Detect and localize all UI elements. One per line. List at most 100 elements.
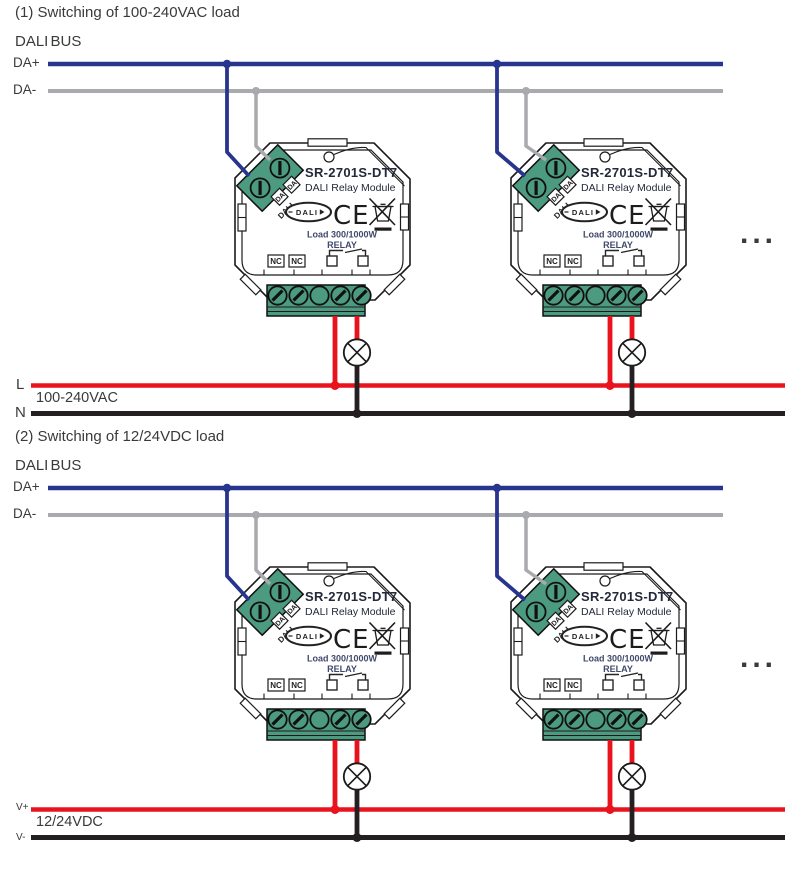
nc-label: NC xyxy=(546,681,558,690)
relay-contact-lead xyxy=(328,249,343,256)
dali-logo-arrow xyxy=(595,209,601,215)
da-minus-label: DA- xyxy=(13,82,37,97)
corner-strap xyxy=(333,146,405,187)
load-terminal-block xyxy=(266,284,372,317)
mounting-hole-icon xyxy=(323,151,335,163)
screw-slot xyxy=(258,604,262,619)
more-modules-ellipsis: ... xyxy=(740,641,778,674)
lamp-icon xyxy=(342,762,372,791)
voltage-label: 100-240VAC xyxy=(36,390,118,406)
load-terminal-block xyxy=(266,708,372,741)
load-rating: Load 300/1000W xyxy=(583,654,654,664)
relay-label: RELAY xyxy=(603,664,633,674)
screw-slot xyxy=(271,289,284,302)
nc-terminal-box xyxy=(564,254,582,268)
module-inner-outline xyxy=(241,573,404,700)
v-plus-label: V+ xyxy=(16,802,29,813)
terminal-ticks xyxy=(263,269,371,275)
da-terminal-box xyxy=(558,175,577,195)
relay-module: DA DA DALI SR-2701S-DT7 DALI Relay Modul… xyxy=(510,138,687,317)
screw-slot xyxy=(568,713,581,726)
section-ac-load: (1) Switching of 100-240VAC load DALI BU… xyxy=(13,4,785,421)
junction-dot xyxy=(627,833,637,842)
bin-cross xyxy=(368,197,396,226)
relay-label: RELAY xyxy=(603,240,633,250)
relay-module: DA DA DALI SR-2701S-DT7 DALI Relay Modul… xyxy=(234,562,411,741)
junction-dot xyxy=(605,381,615,390)
module-type: DALI Relay Module xyxy=(581,182,672,194)
dali-bus-label: DALI BUS xyxy=(15,457,82,474)
lamp-cross xyxy=(347,342,367,363)
bin-bar xyxy=(650,227,668,231)
lamp-cross xyxy=(622,766,642,787)
junction-dot xyxy=(222,59,232,69)
screw-slot xyxy=(610,289,623,302)
relay-contact-box xyxy=(633,679,645,691)
dali-bus-label: DALI BUS xyxy=(15,33,82,50)
corner-slot-bl xyxy=(515,697,538,720)
weee-bin-icon xyxy=(644,621,672,655)
lamp-cross xyxy=(622,342,642,363)
nc-terminal-box xyxy=(288,678,306,692)
load-rating: Load 300/1000W xyxy=(307,654,378,664)
ce-mark: CE xyxy=(333,201,370,231)
screw-terminal xyxy=(309,285,330,306)
relay-contact-box xyxy=(326,679,338,691)
corner-slot-br xyxy=(383,273,406,296)
relay-contact-bar xyxy=(344,672,363,678)
screw-slot xyxy=(334,289,347,302)
da-terminal-box xyxy=(282,175,301,195)
bin-cross xyxy=(644,621,672,650)
mounting-hole-icon xyxy=(599,575,611,587)
relay-contact-bar xyxy=(344,248,363,254)
screw-slot xyxy=(292,713,305,726)
screw-slot xyxy=(258,180,262,195)
v-minus-label: V- xyxy=(16,832,26,843)
nc-terminal-box xyxy=(543,678,561,692)
live-label: L xyxy=(16,376,25,393)
screw-terminal xyxy=(585,709,606,730)
dali-logo-oval xyxy=(561,625,608,647)
junction-dot xyxy=(352,409,362,418)
screw-slot xyxy=(631,713,644,726)
mounting-notch xyxy=(583,562,624,571)
corner-slot-bl xyxy=(239,697,262,720)
mounting-hole-icon xyxy=(599,151,611,163)
section-dc-load: (2) Switching of 12/24VDC load DALI BUS … xyxy=(0,424,808,866)
nc-label: NC xyxy=(567,681,579,690)
dali-logo-text: DALI xyxy=(572,632,594,641)
lamp-icon xyxy=(617,762,647,791)
screw-terminal xyxy=(585,285,606,306)
mounting-notch xyxy=(307,562,348,571)
da-terminal-box xyxy=(546,611,565,631)
section-title: (2) Switching of 12/24VDC load xyxy=(15,428,225,445)
relay-symbol xyxy=(602,672,645,691)
relay-contact-lead xyxy=(638,249,643,256)
corner-slot-br xyxy=(383,697,406,720)
relay-module-slot-3: DA DA DALI SR-2701S-DT7 DALI Relay Modul… xyxy=(228,562,424,750)
weee-bin-icon xyxy=(368,197,396,231)
relay-symbol xyxy=(326,248,369,267)
mounting-notch xyxy=(307,138,348,147)
screw-slot xyxy=(547,289,560,302)
module-type: DALI Relay Module xyxy=(305,182,396,194)
dali-logo-oval xyxy=(285,201,332,223)
module-type: DALI Relay Module xyxy=(581,606,672,618)
corner-strap xyxy=(609,570,681,611)
junction-dot xyxy=(605,805,615,814)
bin-cross xyxy=(368,621,396,650)
screw-slot xyxy=(534,180,538,195)
dali-terminal-block: DA DA DALI xyxy=(511,567,581,645)
bin-bar xyxy=(650,651,668,655)
nc-terminal-box xyxy=(267,678,285,692)
module-type: DALI Relay Module xyxy=(305,606,396,618)
screw-slot xyxy=(547,713,560,726)
junction-dot xyxy=(330,381,340,390)
junction-dot xyxy=(252,511,260,519)
bin-bar xyxy=(374,651,392,655)
relay-module-slot-4: DA DA DALI SR-2701S-DT7 DALI Relay Modul… xyxy=(504,562,700,750)
screw-slot xyxy=(534,604,538,619)
mounting-notch xyxy=(583,138,624,147)
relay-contact-box xyxy=(326,255,338,267)
